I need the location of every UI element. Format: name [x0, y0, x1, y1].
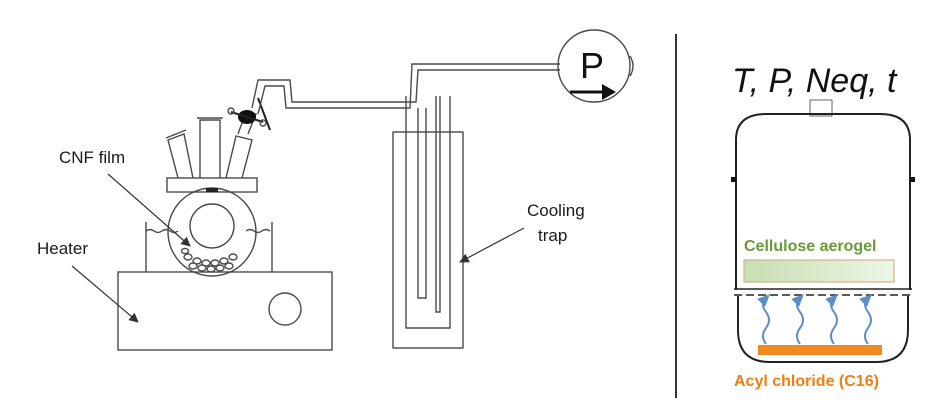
vapor-arrow: [859, 294, 872, 345]
cooling-trap-label-line1: Cooling: [527, 201, 585, 220]
aerogel-label: Cellulose aerogel: [744, 238, 877, 255]
cooling-trap-label-line2: trap: [538, 226, 567, 245]
heater-pointer: [71, 265, 139, 323]
vapor-arrow: [791, 294, 804, 345]
vapor-flow-arrows: [757, 294, 872, 345]
heater-label: Heater: [37, 239, 88, 258]
heater-block: [117, 271, 333, 351]
acyl-chloride-pool: [758, 345, 882, 355]
reactor-lower-vessel: [737, 296, 909, 363]
vacuum-tubing: [251, 63, 560, 115]
cellulose-aerogel: [743, 259, 895, 283]
pump-label: P: [580, 45, 604, 86]
reaction-flask: [165, 117, 258, 277]
acyl-chloride-label: Acyl chloride (C16): [734, 373, 879, 390]
vapor-arrow: [757, 294, 770, 345]
vapor-arrow: [825, 294, 838, 345]
reactor-upper-vessel: [735, 113, 911, 290]
heating-bath: [145, 222, 273, 272]
reactor-port: [809, 99, 833, 117]
apparatus-diagram: P CNF film Heater Cooling trap: [37, 29, 634, 351]
cooling-trap-pointer: [459, 227, 525, 263]
cnf-film-pointer: [107, 173, 191, 247]
heater-knob: [268, 292, 302, 326]
cnf-film-pellets: [180, 247, 238, 273]
vacuum-pump: P: [557, 29, 634, 103]
cnf-film-label: CNF film: [59, 148, 125, 167]
reaction-parameters: T, P, Neq, t: [732, 62, 898, 100]
reactor-diagram: T, P, Neq, t Cellulose aerogel Acyl chlo…: [731, 62, 915, 390]
cooling-trap: [392, 96, 464, 349]
stopcock-valve: [227, 97, 271, 135]
